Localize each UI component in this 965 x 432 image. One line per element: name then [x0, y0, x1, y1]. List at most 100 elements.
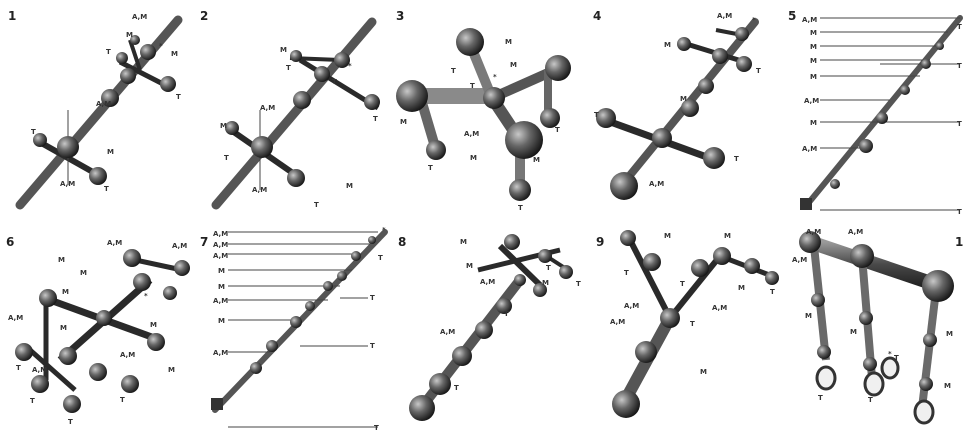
label: T — [314, 201, 319, 209]
label: A,M — [213, 230, 228, 238]
label: A,M — [60, 180, 75, 188]
label: A,M — [132, 13, 147, 21]
label: * — [144, 292, 148, 300]
label: T — [378, 254, 383, 262]
label: M — [466, 262, 473, 270]
label: T — [818, 394, 823, 402]
label: T — [680, 280, 685, 288]
label: T — [576, 280, 581, 288]
label: T — [104, 185, 109, 193]
label: A,M — [480, 278, 495, 286]
label: T — [224, 154, 229, 162]
label: M — [171, 50, 178, 58]
label: M — [724, 232, 731, 240]
label: T — [624, 269, 629, 277]
label: T — [176, 93, 181, 101]
panel-number: 5 — [788, 9, 796, 23]
label: T — [470, 82, 475, 90]
label: M — [168, 366, 175, 374]
label: M — [220, 122, 227, 130]
label: M — [510, 61, 517, 69]
label: M — [664, 41, 671, 49]
panel-number: 2 — [200, 9, 208, 23]
label: T — [690, 320, 695, 328]
label: M — [470, 154, 477, 162]
label: M — [218, 283, 225, 291]
label: A,M — [213, 252, 228, 260]
label: M — [738, 284, 745, 292]
label: T — [555, 126, 560, 134]
label: * — [348, 62, 352, 70]
label: A,M — [440, 328, 455, 336]
label: M — [810, 119, 817, 127]
label: * — [493, 73, 497, 81]
label: A,M — [464, 130, 479, 138]
label: A,M — [712, 304, 727, 312]
label: A,M — [717, 12, 732, 20]
label: M — [218, 267, 225, 275]
label: M — [126, 31, 133, 39]
label: M — [218, 317, 225, 325]
label: T — [68, 418, 73, 426]
panel-7: 7 A,M A,M A,M M M A,M M A,M — [200, 226, 388, 432]
label: A,M — [8, 314, 23, 322]
label: T — [370, 294, 375, 302]
label: M — [680, 95, 687, 103]
label: T — [451, 67, 456, 75]
label: T — [370, 342, 375, 350]
panel-number: 6 — [6, 235, 14, 249]
label: A,M — [804, 97, 819, 105]
label: T — [868, 396, 873, 404]
panel-3: 3 M M T * T M A,M M T T M T — [396, 9, 571, 212]
panel-9: 9 M M T T A,M M A,M T A,M M T — [596, 230, 779, 418]
label: M — [460, 238, 467, 246]
label: A,M — [107, 239, 122, 247]
label: T — [454, 384, 459, 392]
label: A,M — [32, 366, 47, 374]
panel-number: 9 — [596, 235, 604, 249]
label: A,M — [802, 16, 817, 24]
label: T — [518, 204, 523, 212]
label: A,M — [213, 241, 228, 249]
label: T — [30, 397, 35, 405]
label: T — [546, 264, 551, 272]
label: T — [957, 62, 962, 70]
label: T — [594, 111, 599, 119]
label: M — [542, 279, 549, 287]
label: A,M — [802, 145, 817, 153]
label: M — [280, 46, 287, 54]
label: M — [810, 57, 817, 65]
label: A,M — [792, 256, 807, 264]
panel-1: 1 A,M M M T * T A,M T M A,M T — [8, 9, 183, 210]
label: T — [734, 155, 739, 163]
label: M — [150, 321, 157, 329]
label: A,M — [96, 100, 111, 108]
label: A,M — [806, 228, 821, 236]
label: T — [957, 120, 962, 128]
panel-number: 1 — [955, 235, 963, 249]
panel-4: 4 A,M * T M M T A,M T — [593, 9, 761, 200]
label: M — [810, 73, 817, 81]
label: A,M — [624, 302, 639, 310]
label: T — [894, 354, 899, 362]
panel-10: 1 A,M A,M A,M M M M M * T T T — [792, 228, 963, 425]
label: A,M — [610, 318, 625, 326]
label: T — [428, 164, 433, 172]
label: T — [106, 48, 111, 56]
label: M — [505, 38, 512, 46]
label: M — [58, 256, 65, 264]
label: A,M — [649, 180, 664, 188]
label: T — [374, 424, 379, 432]
label: M — [850, 328, 857, 336]
label: M — [664, 232, 671, 240]
label: A,M — [172, 242, 187, 250]
panel-number: 1 — [8, 9, 16, 23]
label: M — [346, 182, 353, 190]
label: T — [756, 67, 761, 75]
label: A,M — [120, 351, 135, 359]
label: A,M — [848, 228, 863, 236]
label: T — [286, 64, 291, 72]
label: A,M — [252, 186, 267, 194]
label: T — [332, 78, 337, 86]
